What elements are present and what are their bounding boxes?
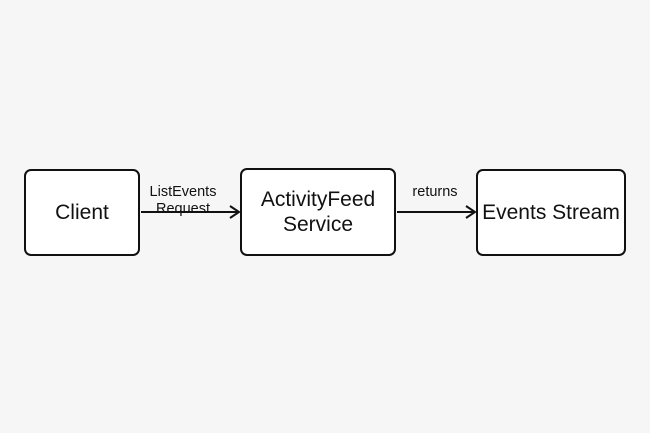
- node-events-stream: Events Stream: [476, 169, 626, 256]
- arrowhead-icon: [229, 205, 241, 219]
- node-client-label: Client: [55, 201, 109, 224]
- edge-label-returns: returns: [412, 184, 458, 200]
- arrowhead-icon: [465, 205, 477, 219]
- node-events-stream-label: Events Stream: [482, 201, 620, 224]
- edge-service-to-stream: [397, 205, 477, 219]
- node-activityfeed-service: ActivityFeed Service: [240, 168, 396, 256]
- edge-label-listevents-request: ListEvents Request: [149, 184, 217, 217]
- edge-client-to-service: [141, 205, 241, 219]
- node-activityfeed-service-label: ActivityFeed Service: [260, 188, 376, 236]
- node-client: Client: [24, 169, 140, 256]
